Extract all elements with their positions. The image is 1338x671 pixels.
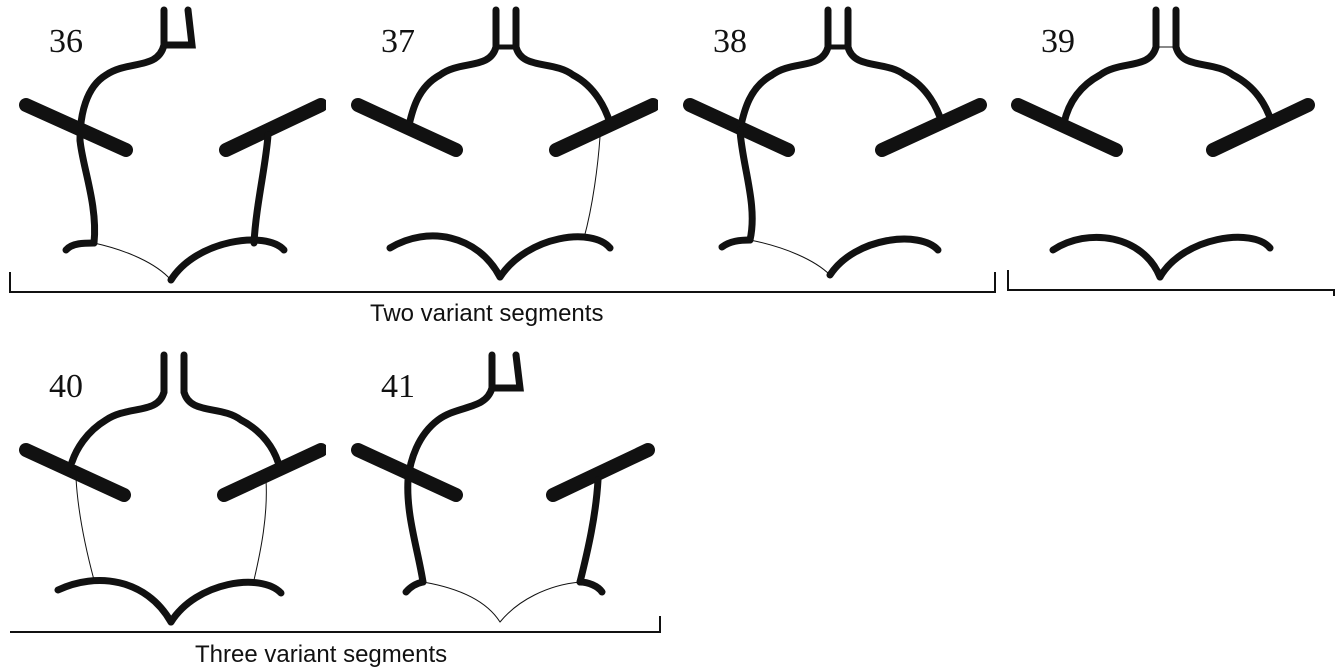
group-label-two-variant: Two variant segments (370, 300, 604, 327)
variant-diagram-37: 37 (348, 5, 658, 290)
variant-number: 36 (49, 23, 83, 60)
variant-number: 39 (1041, 23, 1075, 60)
variant-diagram-39: 39 (1008, 5, 1318, 290)
circle-of-willis-schematic-38 (683, 6, 987, 279)
variant-diagram-41: 41 (348, 350, 658, 635)
variant-number: 40 (49, 368, 83, 405)
bracket-three-variant-segments (10, 616, 661, 633)
variant-number: 41 (381, 368, 415, 405)
variant-number: 37 (381, 23, 415, 60)
variant-diagram-36: 36 (16, 5, 326, 290)
variant-diagram-38: 38 (680, 5, 990, 290)
circle-of-willis-schematic-41 (351, 351, 655, 623)
variant-number: 38 (713, 23, 747, 60)
circle-of-willis-schematic-40 (19, 351, 326, 626)
group-label-three-variant: Three variant segments (195, 641, 448, 668)
circle-of-willis-schematic-39 (1011, 6, 1315, 281)
bracket-two-variant-segments (9, 270, 1335, 296)
circle-of-willis-schematic-37 (351, 6, 658, 281)
variant-diagram-40: 40 (16, 350, 326, 635)
circle-of-willis-schematic-36 (19, 6, 326, 284)
